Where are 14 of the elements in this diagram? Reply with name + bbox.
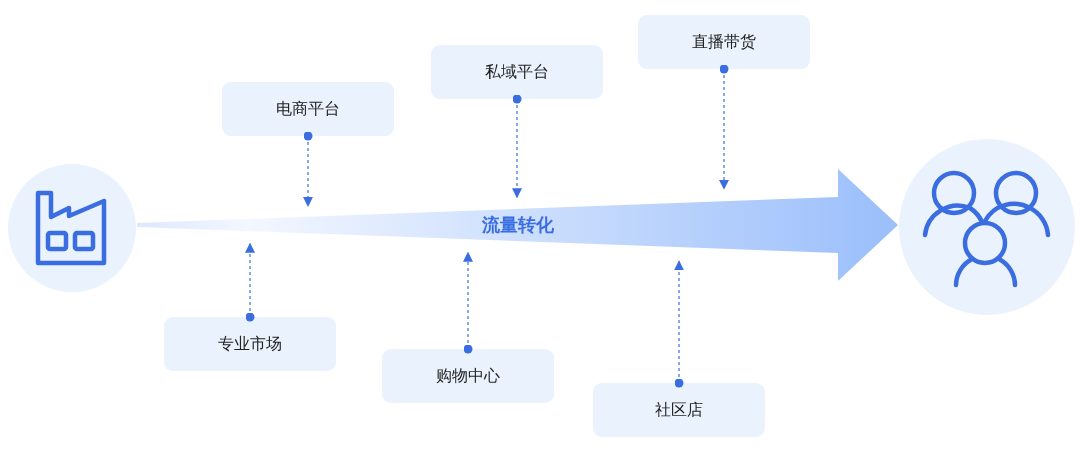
channel-box: 直播带货	[638, 15, 810, 69]
channel-box: 专业市场	[164, 317, 336, 371]
dashed-arrow	[719, 64, 729, 190]
channel-box: 私域平台	[431, 45, 603, 99]
dashed-arrow	[303, 131, 313, 207]
dashed-arrow	[463, 251, 473, 354]
channel-box: 社区店	[593, 383, 765, 437]
dashed-arrow	[512, 94, 522, 199]
channel-box: 购物中心	[382, 349, 554, 403]
flow-arrow	[137, 169, 898, 281]
channel-box: 电商平台	[222, 82, 394, 136]
dashed-arrow	[674, 260, 684, 388]
dashed-arrow	[245, 242, 255, 322]
edge-label: 流量转化	[481, 213, 554, 237]
